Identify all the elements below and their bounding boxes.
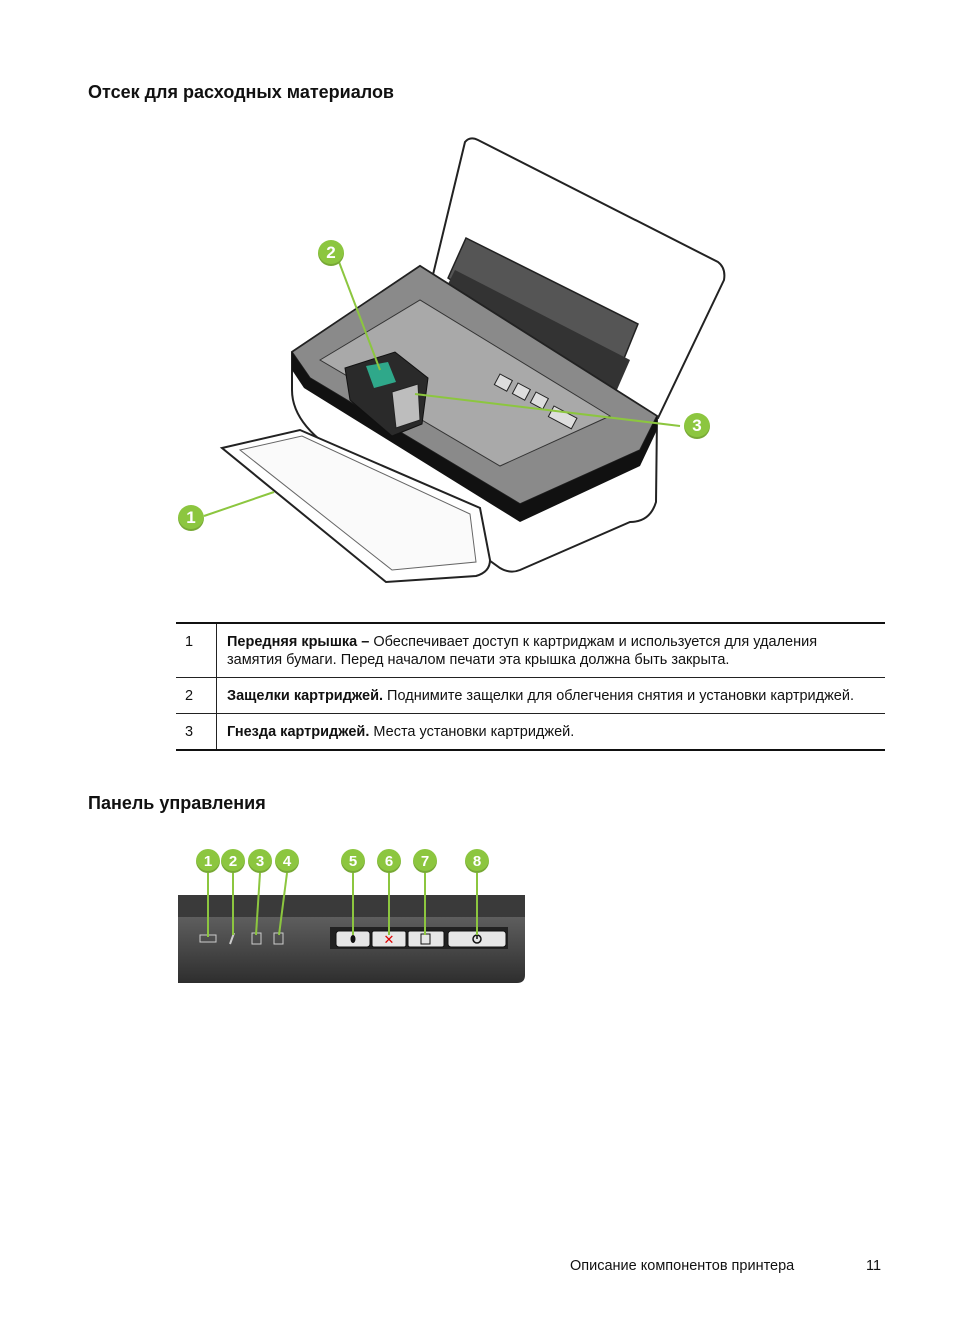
callout-3: 3 [684,413,710,439]
row-desc: Места установки картриджей. [369,724,575,740]
panel-callout-4: 4 [275,849,299,873]
row-desc: Поднимите защелки для облегчения снятия … [383,688,854,704]
row-description: Гнезда картриджей. Места установки картр… [217,714,886,751]
table-row: 2 Защелки картриджей. Поднимите защелки … [176,677,886,714]
panel-callout-3: 3 [248,849,272,873]
table-row: 3 Гнезда картриджей. Места установки кар… [176,713,886,751]
table-row: 1 Передняя крышка – Обеспечивает доступ … [176,623,885,678]
row-number: 1 [176,623,217,678]
row-description: Передняя крышка – Обеспечивает доступ к … [217,623,886,678]
row-number: 2 [176,677,217,714]
callout-1: 1 [178,505,204,531]
control-panel-illustration: ✕ 1 2 3 4 5 6 7 8 [170,845,535,990]
printer-illustration: 2 3 1 [170,130,730,600]
control-panel-drawing: ✕ [178,872,525,983]
svg-text:✕: ✕ [384,933,395,948]
row-term: Передняя крышка – [227,634,370,650]
section-heading-supplies: Отсек для расходных материалов [88,82,394,102]
printer-drawing [203,137,726,584]
footer-chapter-title: Описание компонентов принтера [570,1258,795,1274]
row-number: 3 [176,713,217,750]
panel-callout-2: 2 [221,849,245,873]
parts-table: 1 Передняя крышка – Обеспечивает доступ … [176,622,885,751]
row-description: Защелки картриджей. Поднимите защелки дл… [217,678,886,714]
panel-callout-7: 7 [413,849,437,873]
row-desc: Обеспечивает доступ к картриджам и испол… [227,634,818,668]
page-number: 11 [866,1258,882,1274]
row-term: Гнезда картриджей. [227,724,370,740]
panel-callout-5: 5 [341,849,365,873]
panel-callout-8: 8 [465,849,489,873]
section-heading-control-panel: Панель управления [88,793,266,813]
callout-2: 2 [318,240,344,266]
panel-callout-6: 6 [377,849,401,873]
row-term: Защелки картриджей. [227,688,384,704]
panel-callout-1: 1 [196,849,220,873]
